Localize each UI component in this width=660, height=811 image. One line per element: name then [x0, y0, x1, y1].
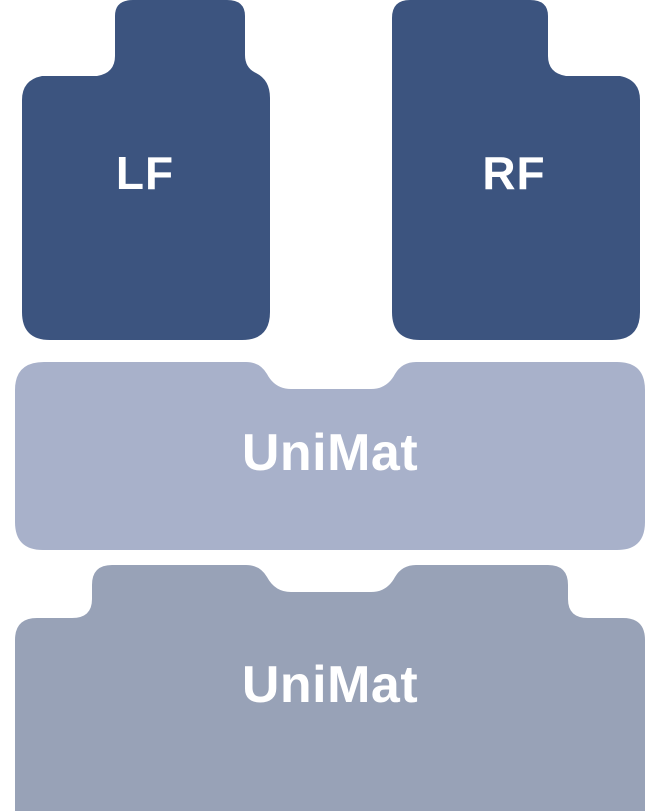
left-front-mat-label: LF: [116, 147, 174, 199]
right-front-mat-shape: [392, 0, 640, 340]
right-front-mat: RF: [392, 0, 640, 340]
middle-universal-mat: UniMat: [15, 362, 645, 550]
middle-universal-mat-label: UniMat: [242, 424, 418, 482]
left-front-mat: LF: [22, 0, 270, 340]
left-front-mat-shape: [22, 0, 270, 340]
right-front-mat-label: RF: [482, 147, 545, 199]
rear-universal-mat-label: UniMat: [242, 656, 418, 714]
middle-universal-mat-shape: [15, 362, 645, 550]
rear-universal-mat-shape: [15, 565, 645, 811]
rear-universal-mat: UniMat: [15, 565, 645, 811]
